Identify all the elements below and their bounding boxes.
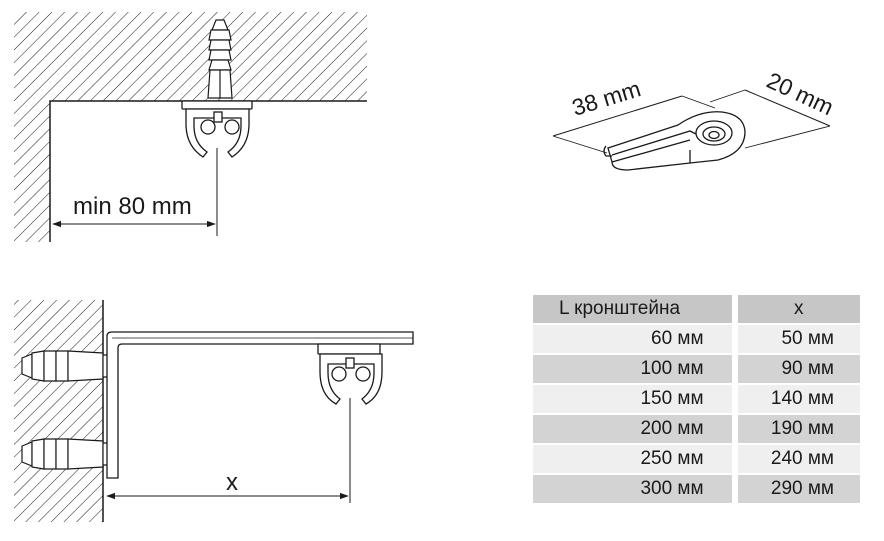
bracket-length-cell: 150 мм bbox=[533, 385, 732, 413]
bracket-clip bbox=[603, 111, 746, 171]
table-row: 300 мм 290 мм bbox=[533, 475, 860, 503]
wall-distance-label: x bbox=[226, 469, 238, 496]
wall-bracket bbox=[106, 331, 414, 479]
wall-dowel-lower bbox=[21, 438, 116, 470]
x-value-cell: 240 мм bbox=[731, 445, 860, 473]
table-header-row: L кронштейна x bbox=[533, 295, 860, 323]
bracket-detail-view: 38 mm 20 mm bbox=[552, 67, 838, 171]
x-value-cell: 90 мм bbox=[731, 355, 860, 383]
bracket-width-dimension-line bbox=[744, 89, 831, 127]
ceiling-wall-hatch bbox=[14, 12, 367, 242]
ceiling-dowel bbox=[207, 19, 233, 99]
table-row: 200 мм 190 мм bbox=[533, 415, 860, 443]
wall-curtain-rail bbox=[317, 343, 383, 405]
x-value-cell: 140 мм bbox=[731, 385, 860, 413]
ceiling-curtain-rail bbox=[181, 100, 253, 158]
bracket-length-cell: 200 мм bbox=[533, 415, 732, 443]
column-header-bracket-length: L кронштейна bbox=[533, 295, 732, 323]
wall-mount-view: x bbox=[14, 300, 414, 522]
x-value-cell: 290 мм bbox=[731, 475, 860, 503]
table-row: 100 мм 90 мм bbox=[533, 355, 860, 383]
wall-hatch bbox=[14, 300, 103, 522]
bracket-length-cell: 100 мм bbox=[533, 355, 732, 383]
bracket-length-table: L кронштейна x 60 мм 50 мм 100 мм 90 мм … bbox=[533, 293, 860, 505]
x-value-cell: 190 мм bbox=[731, 415, 860, 443]
ceiling-wall-surface bbox=[49, 100, 367, 242]
bracket-length-cell: 250 мм bbox=[533, 445, 732, 473]
wall-dowel-upper bbox=[21, 350, 116, 382]
x-value-cell: 50 мм bbox=[731, 325, 860, 353]
bracket-length-dimension-line bbox=[552, 95, 683, 137]
bracket-width-label: 20 mm bbox=[763, 67, 838, 120]
table-row: 150 мм 140 мм bbox=[533, 385, 860, 413]
ceiling-mount-view: min 80 mm bbox=[14, 12, 367, 242]
bracket-length-cell: 300 мм bbox=[533, 475, 732, 503]
column-header-x: x bbox=[731, 295, 860, 323]
ceiling-min-distance-label: min 80 mm bbox=[73, 193, 192, 220]
bracket-length-label: 38 mm bbox=[569, 75, 644, 120]
table-row: 250 мм 240 мм bbox=[533, 445, 860, 473]
bracket-length-cell: 60 мм bbox=[533, 325, 732, 353]
table-row: 60 мм 50 мм bbox=[533, 325, 860, 353]
